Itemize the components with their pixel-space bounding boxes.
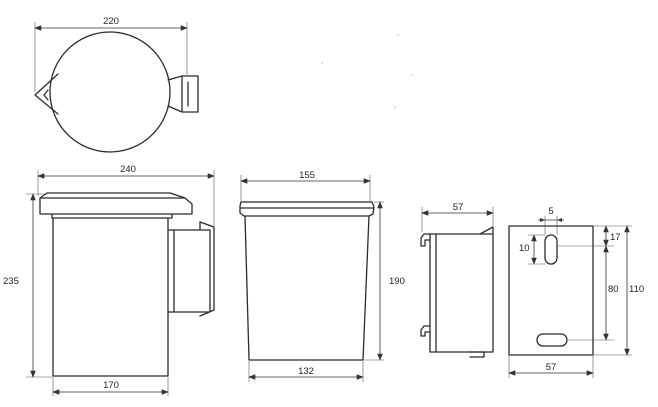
- top-view: 220: [34, 16, 199, 153]
- dim-57-side-label: 57: [453, 202, 464, 213]
- bracket-front-view: 5 10 17 80 110 57: [508, 206, 644, 378]
- top-view-bin-circle: [49, 31, 171, 153]
- dim-190-label: 190: [389, 276, 405, 287]
- bracket-side-view: 57: [420, 202, 494, 358]
- dim-220-label: 220: [103, 16, 119, 27]
- bracket-side-plate: [429, 233, 494, 353]
- bracket-side-upper-hook: [420, 233, 431, 247]
- dim-80-label: 80: [608, 284, 619, 295]
- bracket-bottom-slot: [536, 333, 568, 347]
- dim-240-label: 240: [120, 164, 136, 175]
- front-view-lid: [239, 201, 375, 217]
- dim-57-front-label: 57: [546, 362, 557, 373]
- front-view: 155 190 132: [239, 170, 405, 382]
- dim-17-label: 17: [610, 232, 621, 243]
- side-view: 240 235 170: [3, 164, 215, 396]
- side-view-handle: [167, 229, 211, 313]
- bracket-side-lower-hook: [420, 325, 431, 337]
- side-view-body: [52, 217, 169, 377]
- top-view-handle: [167, 75, 199, 113]
- front-view-body: [244, 215, 370, 361]
- bracket-top-slot: [544, 234, 558, 265]
- dim-110-label: 110: [629, 284, 644, 295]
- dim-132-label: 132: [298, 366, 314, 377]
- dim-5-label: 5: [548, 206, 553, 217]
- dim-155-label: 155: [299, 170, 315, 181]
- bracket-front-plate: [508, 225, 594, 356]
- dim-170-label: 170: [103, 380, 119, 391]
- background-specks: [321, 34, 413, 108]
- dim-235-label: 235: [3, 276, 19, 287]
- dim-10-label: 10: [519, 243, 530, 254]
- top-view-spout: [34, 73, 59, 115]
- side-view-lid: [39, 192, 193, 219]
